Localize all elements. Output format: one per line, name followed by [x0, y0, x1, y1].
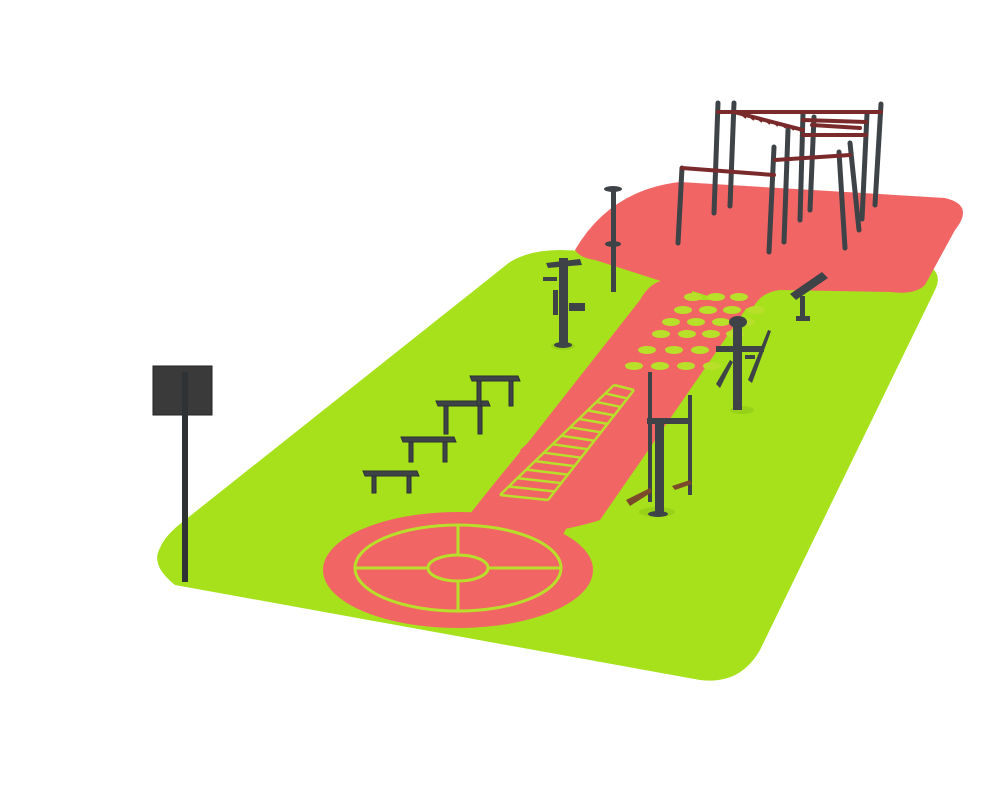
agility-dot — [687, 318, 705, 326]
monkey-bar-rung — [787, 124, 795, 131]
agility-dot — [625, 362, 643, 370]
ladder-rung — [604, 392, 628, 400]
monkey-bar-rung — [795, 126, 803, 133]
twist-pole — [604, 186, 622, 292]
monkey-bar-rungs — [739, 112, 803, 133]
agility-dot — [699, 306, 717, 314]
air-walker-station — [626, 372, 692, 517]
ladder-rung — [569, 426, 602, 434]
agility-dot — [651, 362, 669, 370]
agility-dot — [747, 306, 765, 314]
bench-4 — [469, 375, 521, 407]
agility-dot — [638, 346, 656, 354]
bench-2 — [400, 436, 457, 463]
ladder-rung — [561, 434, 595, 443]
pull-down-station — [716, 316, 771, 410]
chest-press-station — [543, 258, 585, 348]
bench-1 — [362, 470, 420, 494]
ladder-rung — [587, 409, 615, 417]
ladder-rung — [499, 493, 549, 502]
monkey-bar-rung — [779, 122, 787, 129]
agility-dot — [678, 330, 696, 338]
agility-dot — [712, 318, 730, 326]
ladder-rung — [517, 476, 562, 485]
agility-ladder — [499, 383, 635, 502]
monkey-bar-rung — [739, 112, 747, 119]
agility-dot — [684, 293, 702, 301]
ladder-rung — [613, 383, 635, 392]
agility-dot — [730, 293, 748, 301]
agility-dot — [691, 346, 709, 354]
ladder-rung — [526, 468, 568, 476]
agility-dot — [662, 318, 680, 326]
ladder-rung — [552, 442, 588, 451]
information-sign — [152, 365, 213, 582]
agility-dot — [652, 330, 670, 338]
agility-dots — [625, 293, 765, 370]
monkey-bar-rung — [771, 120, 779, 127]
monkey-bar-rung — [763, 118, 771, 125]
agility-dot — [665, 346, 683, 354]
step-benches — [362, 375, 521, 494]
ladder-rung — [543, 451, 582, 459]
compass-markings — [353, 523, 563, 613]
agility-dot — [702, 330, 720, 338]
agility-dot — [677, 362, 695, 370]
red-track-neck — [520, 300, 752, 530]
ladder-rung — [596, 400, 622, 409]
agility-dot — [723, 306, 741, 314]
ladder-rung — [508, 485, 555, 493]
monkey-bar-rung — [747, 114, 755, 121]
agility-dot — [703, 362, 721, 370]
sit-up-bench — [790, 272, 828, 321]
ladder-rung — [578, 417, 608, 426]
agility-dot — [707, 293, 725, 301]
monkey-bar-rung — [755, 116, 763, 123]
ladder-rung — [534, 459, 575, 468]
agility-dot — [674, 306, 692, 314]
